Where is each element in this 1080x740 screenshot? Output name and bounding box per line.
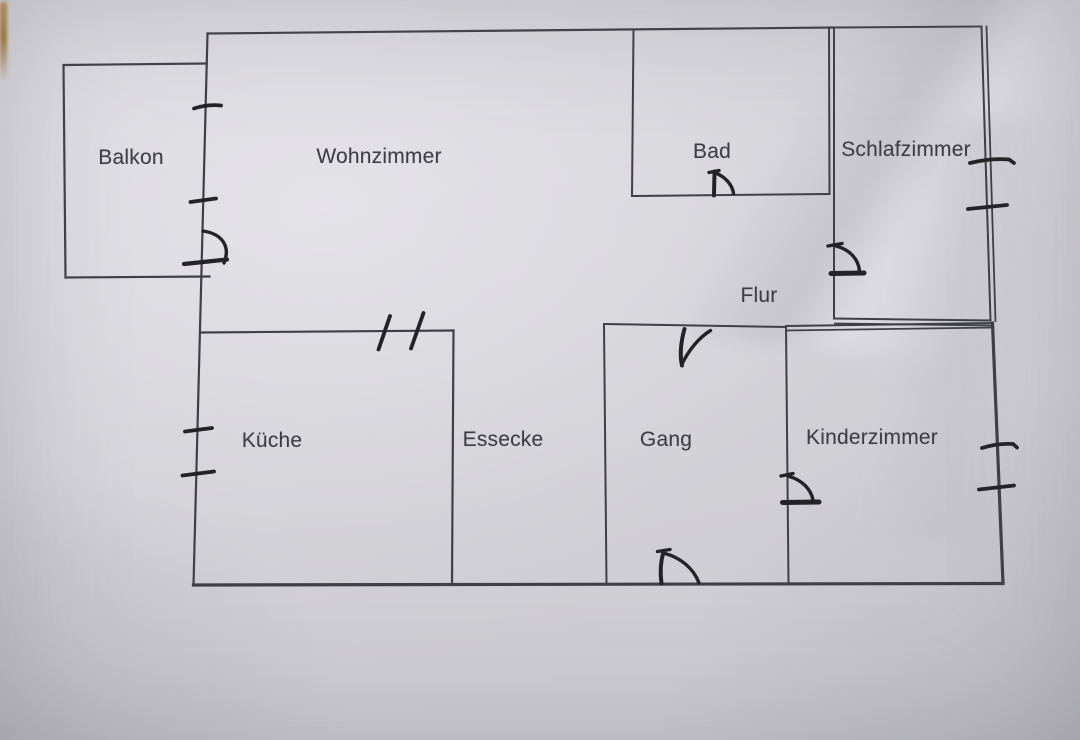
wall-corridor-left (602, 322, 608, 585)
wall-children-top-upper (784, 321, 995, 328)
wall-bath-bottom (630, 192, 831, 198)
children-room-right-wall-window-upper (980, 441, 1019, 450)
wall-children-top-lower (785, 326, 995, 332)
room-label-bad: Bad (693, 140, 731, 163)
wall-kitchen-right (450, 329, 455, 585)
wall-outer-top (206, 26, 835, 35)
hall-to-corridor-door-arc (680, 328, 713, 365)
wall-kitchen-top (200, 329, 455, 334)
wall-bath-right (827, 26, 831, 196)
wall-bedroom-bottom-inner (832, 317, 992, 322)
corridor-bottom-door-leaf (658, 549, 666, 586)
bathroom-door-leaf (712, 169, 717, 198)
doors-group (181, 168, 867, 586)
wall-children-left (784, 324, 790, 585)
living-room-balcony-wall-window-upper (192, 103, 223, 111)
wall-outer-left (192, 32, 209, 587)
children-room-right-wall-window-lower (977, 483, 1016, 492)
wall-bedroom-right-outer (985, 25, 997, 322)
room-label-kinderzimmer: Kinderzimmer (806, 426, 938, 449)
room-label-essecke: Essecke (462, 428, 544, 451)
room-label-schlafzimmer: Schlafzimmer (841, 138, 971, 161)
room-label-wohnzimmer: Wohnzimmer (316, 145, 442, 168)
living-room-balcony-wall-window-lower (188, 196, 218, 204)
wall-bedroom-top (832, 25, 983, 29)
kitchen-top-wall-hatch-mark-1 (376, 314, 392, 352)
room-label-gang: Gang (639, 428, 693, 451)
wall-balcony (62, 62, 211, 279)
wall-outer-right-lower (990, 321, 1005, 586)
children-room-door-leaf (780, 499, 822, 505)
bedroom-right-wall-window-lower (966, 203, 1009, 211)
kitchen-top-wall-hatch-mark-2 (409, 311, 426, 351)
children-room-door-arc (786, 474, 815, 502)
wall-bedroom-right-inner (980, 25, 992, 322)
wall-corridor-top (602, 322, 788, 329)
corridor-bottom-door-arc (663, 551, 701, 585)
bathroom-door-arc (713, 171, 736, 196)
room-label-kueche: Küche (241, 429, 303, 452)
room-label-flur: Flur (740, 284, 778, 307)
wall-outer-bottom (191, 581, 1005, 587)
walls-group (62, 25, 1005, 587)
wall-bath-left (630, 29, 635, 198)
room-label-balkon: Balkon (98, 146, 164, 169)
bedroom-door-arc (834, 244, 862, 273)
windows-group (180, 103, 1019, 492)
bedroom-door-leaf (828, 270, 867, 276)
bedroom-right-wall-window-upper (968, 157, 1016, 165)
kitchen-left-wall-window-upper (183, 426, 214, 434)
balcony-door-leaf (181, 257, 230, 267)
kitchen-left-wall-window-lower (180, 469, 216, 478)
